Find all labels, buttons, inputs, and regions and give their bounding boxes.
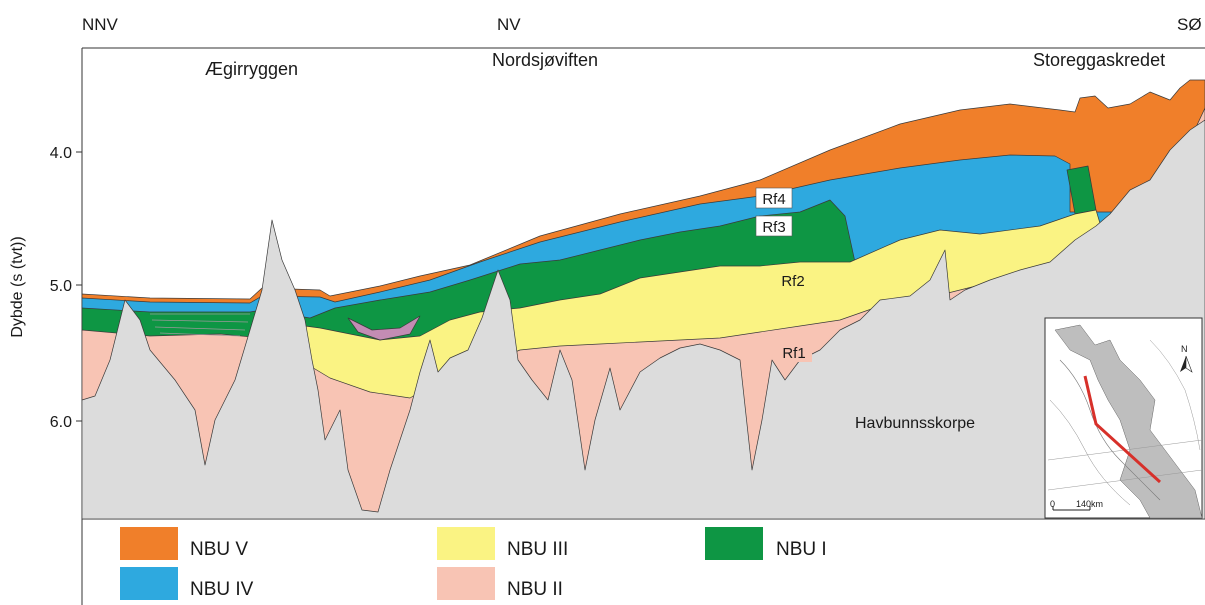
svg-text:NBU I: NBU I bbox=[776, 539, 827, 560]
y-tick-label: 4.0 bbox=[50, 145, 72, 162]
direction-right: SØ bbox=[1177, 15, 1202, 34]
y-axis-label: Dybde (s (tvt)) bbox=[9, 236, 26, 337]
svg-text:NBU III: NBU III bbox=[507, 539, 568, 560]
legend: NBU V NBU IV NBU III NBU II NBU I bbox=[120, 527, 827, 600]
legend-item-nbu1: NBU I bbox=[705, 527, 827, 560]
reflector-rf2: Rf2 bbox=[775, 270, 811, 290]
svg-text:NBU IV: NBU IV bbox=[190, 579, 254, 600]
direction-middle: NV bbox=[497, 15, 521, 34]
svg-text:0: 0 bbox=[1050, 499, 1055, 509]
y-tick-label: 6.0 bbox=[50, 414, 72, 431]
svg-text:Rf3: Rf3 bbox=[762, 219, 785, 236]
svg-text:Rf2: Rf2 bbox=[781, 273, 804, 290]
svg-text:NBU V: NBU V bbox=[190, 539, 248, 560]
reflector-rf1: Rf1 bbox=[776, 342, 812, 362]
north-arrow-icon: N bbox=[1180, 344, 1193, 373]
legend-item-nbu5: NBU V bbox=[120, 527, 248, 560]
svg-text:Rf4: Rf4 bbox=[762, 191, 785, 208]
unit-purple-lens bbox=[347, 315, 421, 341]
unit-basement bbox=[81, 119, 1205, 520]
section-line bbox=[1083, 375, 1162, 484]
inset-map: N 0 140km bbox=[1044, 317, 1203, 519]
reflector-rf4: Rf4 bbox=[755, 187, 793, 209]
legend-item-nbu3: NBU III bbox=[437, 527, 568, 560]
scale-bar: 0 140km bbox=[1050, 499, 1103, 511]
basement-label: Havbunnsskorpe bbox=[855, 415, 975, 432]
place-right: Storeggaskredet bbox=[1033, 50, 1165, 70]
thin-layer-lines bbox=[150, 313, 250, 337]
place-left: Ægirryggen bbox=[205, 59, 298, 79]
y-tick-label: 5.0 bbox=[50, 278, 72, 295]
legend-item-nbu4: NBU IV bbox=[120, 567, 254, 600]
reflector-rf3: Rf3 bbox=[755, 215, 793, 237]
direction-left: NNV bbox=[82, 15, 119, 34]
svg-text:140km: 140km bbox=[1076, 499, 1103, 509]
place-middle: Nordsjøviften bbox=[492, 50, 598, 70]
svg-text:N: N bbox=[1181, 344, 1188, 354]
svg-text:Rf1: Rf1 bbox=[782, 345, 805, 362]
legend-item-nbu2: NBU II bbox=[437, 567, 563, 600]
svg-text:NBU II: NBU II bbox=[507, 579, 563, 600]
